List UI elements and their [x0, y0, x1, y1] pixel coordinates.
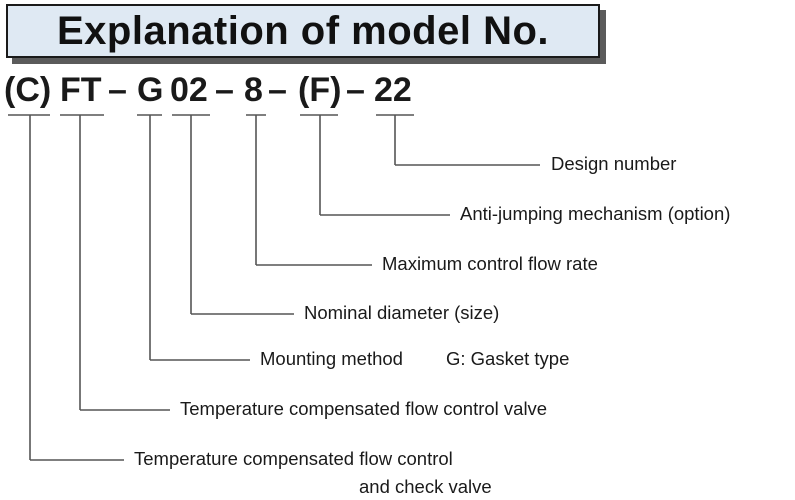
desc-anti-jumping: Anti-jumping mechanism (option) [460, 203, 731, 224]
code-size: 02 [170, 71, 208, 109]
code-dash-3: – [268, 71, 287, 109]
code-design: 22 [374, 71, 412, 109]
page-title: Explanation of model No. [56, 8, 550, 53]
code-f: (F) [298, 71, 342, 109]
code-flow: 8 [244, 71, 263, 109]
desc-temp-valve: Temperature compensated flow control val… [180, 398, 548, 419]
desc-temp-check-line-1: Temperature compensated flow control [134, 448, 453, 469]
code-ft: FT [60, 71, 102, 109]
code-g: G [137, 71, 164, 109]
code-c: (C) [4, 71, 52, 109]
desc-max-flow: Maximum control flow rate [382, 253, 598, 274]
code-dash-1: – [108, 71, 127, 109]
desc-mounting-type: G: Gasket type [446, 348, 570, 369]
desc-mounting-method: Mounting method [260, 348, 403, 369]
desc-nominal-diameter: Nominal diameter (size) [304, 302, 500, 323]
desc-temp-check-line-2: and check valve [359, 476, 492, 497]
code-dash-2: – [215, 71, 234, 109]
code-dash-4: – [346, 71, 365, 109]
desc-design-number: Design number [551, 153, 677, 174]
title-box: Explanation of model No. [6, 4, 600, 58]
